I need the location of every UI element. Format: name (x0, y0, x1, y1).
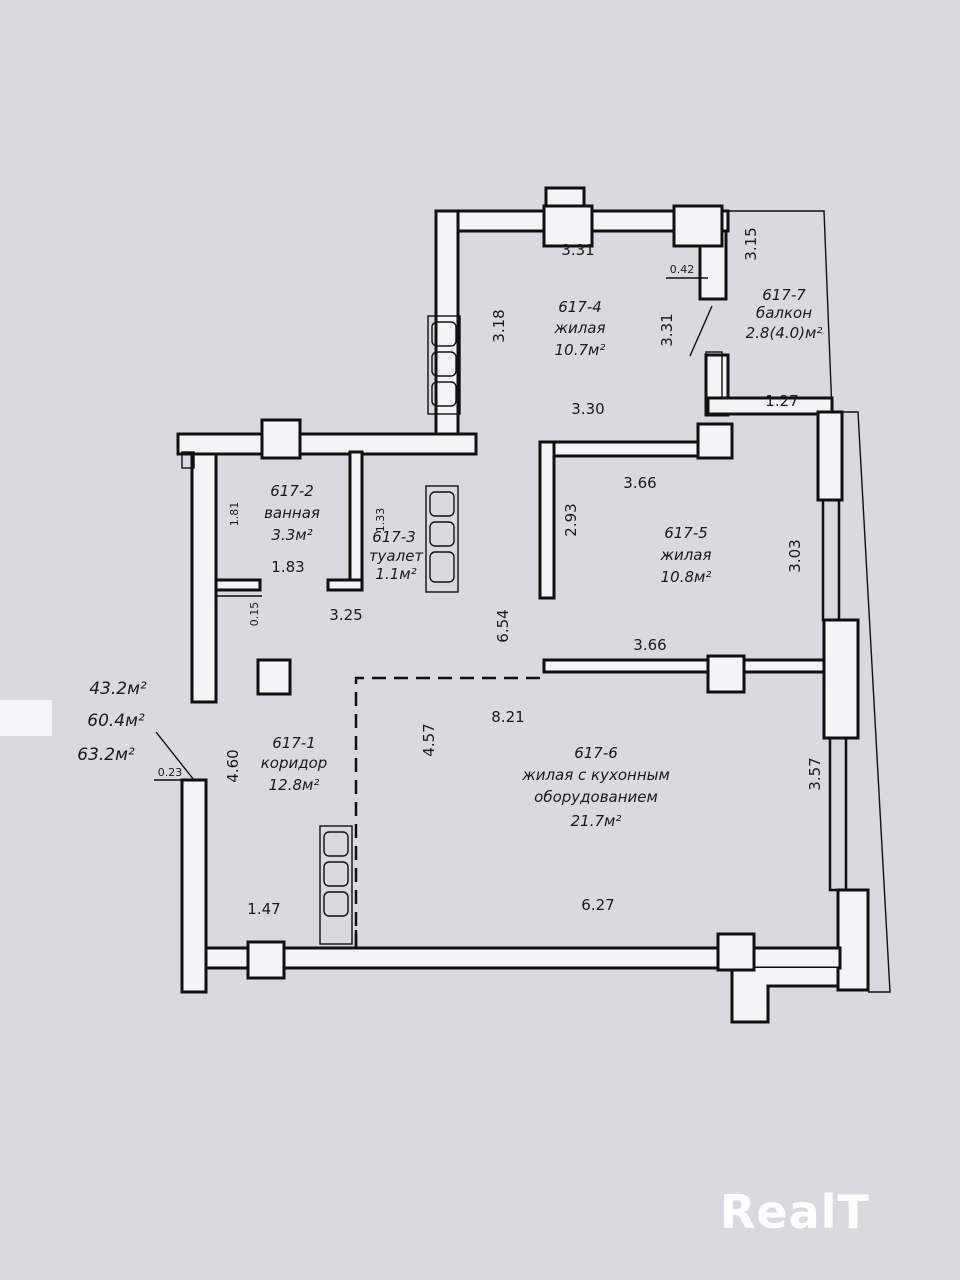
dim-3-57: 3.57 (806, 757, 824, 790)
dim-3-66-top: 3.66 (623, 474, 656, 492)
column-top-b (542, 204, 594, 248)
wall-top-2 (176, 432, 478, 456)
dim-1-27: 1.27 (765, 392, 798, 410)
room-617-6-name-2: оборудованием (534, 788, 658, 806)
wall-5-6 (542, 658, 826, 674)
total-area-living: 43.2м² (89, 679, 147, 699)
wall-4-5 (538, 440, 710, 458)
wall-right-6 (836, 888, 870, 992)
dim-0-42: 0.42 (670, 263, 695, 276)
area-leader (155, 731, 195, 781)
dim-3-66-bottom: 3.66 (633, 636, 666, 654)
room-617-4-id: 617-4 (558, 298, 602, 316)
room-617-7-id: 617-7 (762, 286, 806, 304)
loggia-outline (842, 411, 891, 993)
dim-1-33: 1.33 (374, 508, 387, 533)
balcony-leader (689, 305, 713, 357)
column-right (822, 618, 860, 740)
dim-4-57: 4.57 (420, 723, 438, 756)
left-tab (0, 700, 52, 736)
room-617-5-name: жилая (659, 546, 711, 564)
room-617-3-id: 617-3 (372, 528, 416, 546)
room-617-1-id: 617-1 (272, 734, 316, 752)
radiator-3 (425, 485, 459, 593)
room-617-4-name: жилая (553, 319, 605, 337)
dim-4-60: 4.60 (224, 749, 242, 782)
dim-3-30: 3.30 (571, 400, 604, 418)
dim-3-03: 3.03 (786, 539, 804, 572)
room-617-2-id: 617-2 (270, 482, 314, 500)
wall-2-bottom (214, 578, 262, 592)
wall-right-5 (816, 410, 844, 502)
window-right-6 (828, 736, 848, 892)
column-bath (260, 418, 302, 460)
column-mid (696, 422, 734, 460)
room-617-7-name: балкон (756, 304, 812, 322)
total-area-general: 60.4м² (87, 711, 145, 731)
wall-left-1 (180, 778, 208, 994)
dim-1-47: 1.47 (247, 900, 280, 918)
window-right-5 (821, 498, 841, 622)
dim-3-15: 3.15 (742, 227, 760, 260)
wall-left-2 (190, 450, 218, 704)
dim-8-21: 8.21 (491, 708, 524, 726)
dim-1-81: 1.81 (228, 502, 241, 527)
balcony-outline (728, 210, 833, 413)
wall-2-3 (348, 450, 364, 588)
room-617-4-area: 10.7м² (555, 341, 606, 359)
balcony-door (705, 351, 723, 399)
room-617-2-name: ванная (264, 504, 320, 522)
room-617-6-area: 21.7м² (571, 812, 622, 830)
wall-3-bottom (326, 578, 364, 592)
room-617-6-name-1: жилая с кухонным (521, 766, 670, 784)
dim-3-25: 3.25 (329, 606, 362, 624)
room-617-2-area: 3.3м² (271, 526, 312, 544)
dim-3-31-side: 3.31 (658, 313, 676, 346)
room-617-5-area: 10.8м² (661, 568, 712, 586)
dim-2-93: 2.93 (562, 503, 580, 536)
total-area-with-balcony: 63.2м² (77, 745, 135, 765)
dim-3-31-top: 3.31 (561, 241, 594, 259)
radiator-4 (427, 315, 461, 415)
dim-0-15: 0.15 (248, 602, 261, 627)
room-617-3-area: 1.1м² (375, 565, 416, 583)
room-617-1-area: 12.8м² (269, 776, 320, 794)
room-617-6-id: 617-6 (574, 744, 618, 762)
room-617-5-id: 617-5 (664, 524, 708, 542)
realt-watermark: RealT (720, 1185, 870, 1239)
column-5-6 (706, 654, 746, 694)
dim-3-18: 3.18 (490, 309, 508, 342)
dim-6-54: 6.54 (494, 609, 512, 642)
room-617-1-name: коридор (261, 754, 328, 772)
wall-bottom-right (730, 968, 840, 1024)
wall-5-left (538, 440, 556, 600)
room-617-7-area: 2.8(4.0)м² (746, 324, 823, 342)
column-top-c (672, 204, 724, 248)
column-bottom-left (246, 940, 286, 980)
dim-0-23: 0.23 (158, 766, 183, 779)
kitchen-boundary (354, 676, 544, 948)
shaft (256, 658, 292, 696)
wall-notch (181, 451, 195, 469)
dim-6-27: 6.27 (581, 896, 614, 914)
column-bottom-right (716, 932, 756, 972)
dim-1-83: 1.83 (271, 558, 304, 576)
room-617-3-name: туалет (369, 547, 425, 565)
radiator-1 (319, 825, 353, 945)
wall-left-4 (434, 209, 460, 448)
